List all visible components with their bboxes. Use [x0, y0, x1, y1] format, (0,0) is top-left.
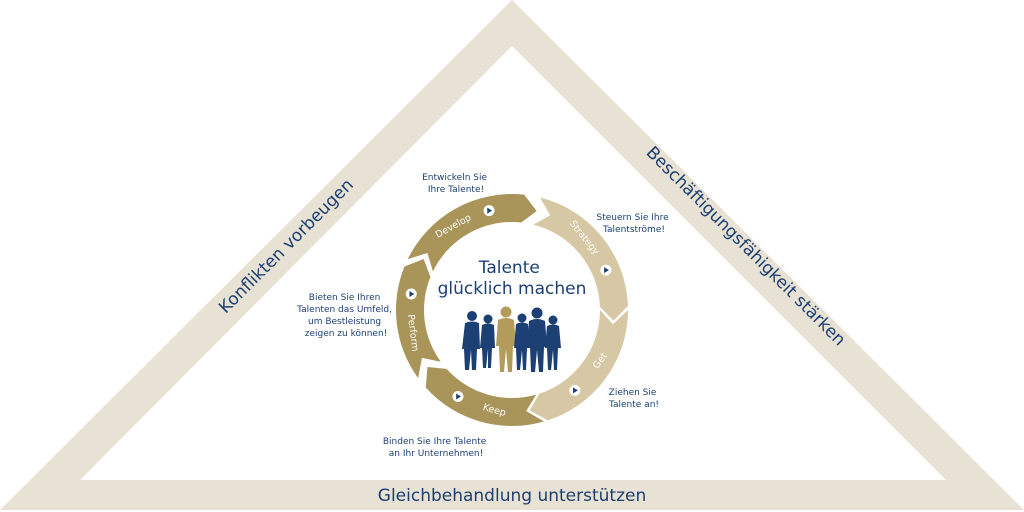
person-icon: [496, 306, 516, 372]
cycle-segment-strategy: [533, 197, 628, 321]
center-title: Talente glücklich machen: [438, 258, 587, 299]
play-arrow-icon: [452, 391, 464, 403]
note-keep: Binden Sie Ihre Talente an Ihr Unternehm…: [383, 437, 489, 459]
note-get: Ziehen Sie Talente an!: [608, 388, 659, 410]
person-icon: [480, 314, 495, 368]
note-strategy: Steuern Sie Ihre Talentströme!: [596, 213, 671, 235]
person-icon: [462, 311, 480, 370]
person-icon: [514, 313, 530, 370]
note-develop: Entwickeln Sie Ihre Talente!: [422, 173, 490, 195]
bottom-side-label: Gleichbehandlung unterstützen: [378, 486, 646, 506]
person-icon: [527, 307, 547, 372]
play-arrow-icon: [483, 205, 495, 217]
people-group-icon: [462, 306, 561, 372]
cycle-segment-perform: [396, 259, 441, 379]
person-icon: [545, 315, 561, 370]
cycle-segment-keep: [425, 367, 544, 426]
cycle-segment-develop: [407, 194, 537, 272]
note-perform: Bieten Sie Ihren Talenten das Umfeld, um…: [296, 293, 395, 339]
right-side-label: Beschäftigungsfähigkeit stärken: [642, 143, 849, 350]
cycle-label-perform: Perform: [405, 314, 420, 352]
play-arrow-icon: [600, 264, 612, 276]
cycle-segment-get: [529, 310, 628, 421]
play-arrow-icon: [405, 288, 417, 300]
play-arrow-icon: [569, 384, 581, 396]
